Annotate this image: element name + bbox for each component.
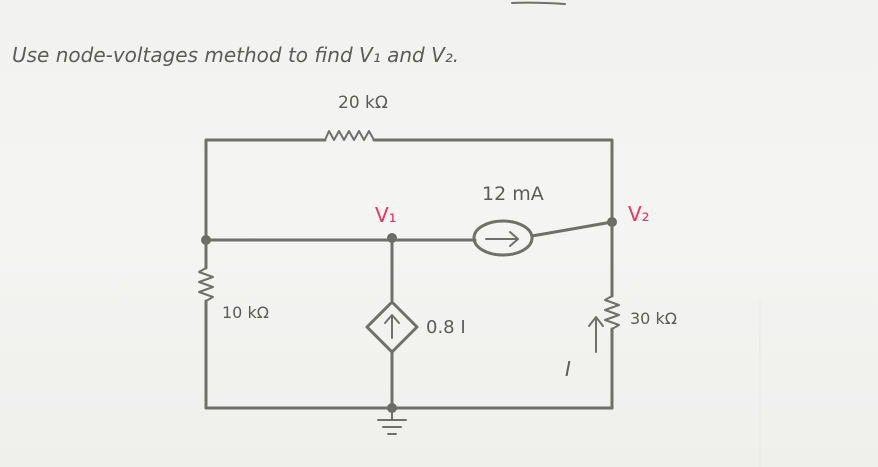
current-i-label: I [565, 357, 571, 381]
ground-icon [377, 407, 407, 435]
middle-wire-right [530, 220, 614, 238]
top-edge-stroke [511, 1, 566, 5]
resistor-right-label: 30 kΩ [630, 309, 677, 328]
resistor-top-label: 20 kΩ [338, 93, 388, 113]
current-arrow-icon [588, 316, 604, 353]
resistor-left-symbol [198, 267, 214, 302]
node-v2-label: V₂ [628, 202, 650, 226]
node-v1-label: V₁ [375, 203, 397, 227]
dependent-source-label: 0.8 I [426, 317, 466, 338]
arrow-right-icon [485, 231, 519, 247]
left-bottom-wire [204, 299, 614, 410]
resistor-right-symbol [604, 295, 620, 330]
current-source-label: 12 mA [482, 183, 544, 205]
resistor-top-symbol [324, 130, 375, 141]
top-right-wire [372, 138, 614, 224]
top-left-wire [204, 138, 327, 242]
resistor-left-label: 10 kΩ [222, 303, 269, 322]
arrow-up-icon [384, 314, 400, 339]
current-source-12ma [472, 219, 534, 257]
instruction-text: Use node-voltages method to find V₁ and … [12, 43, 459, 67]
